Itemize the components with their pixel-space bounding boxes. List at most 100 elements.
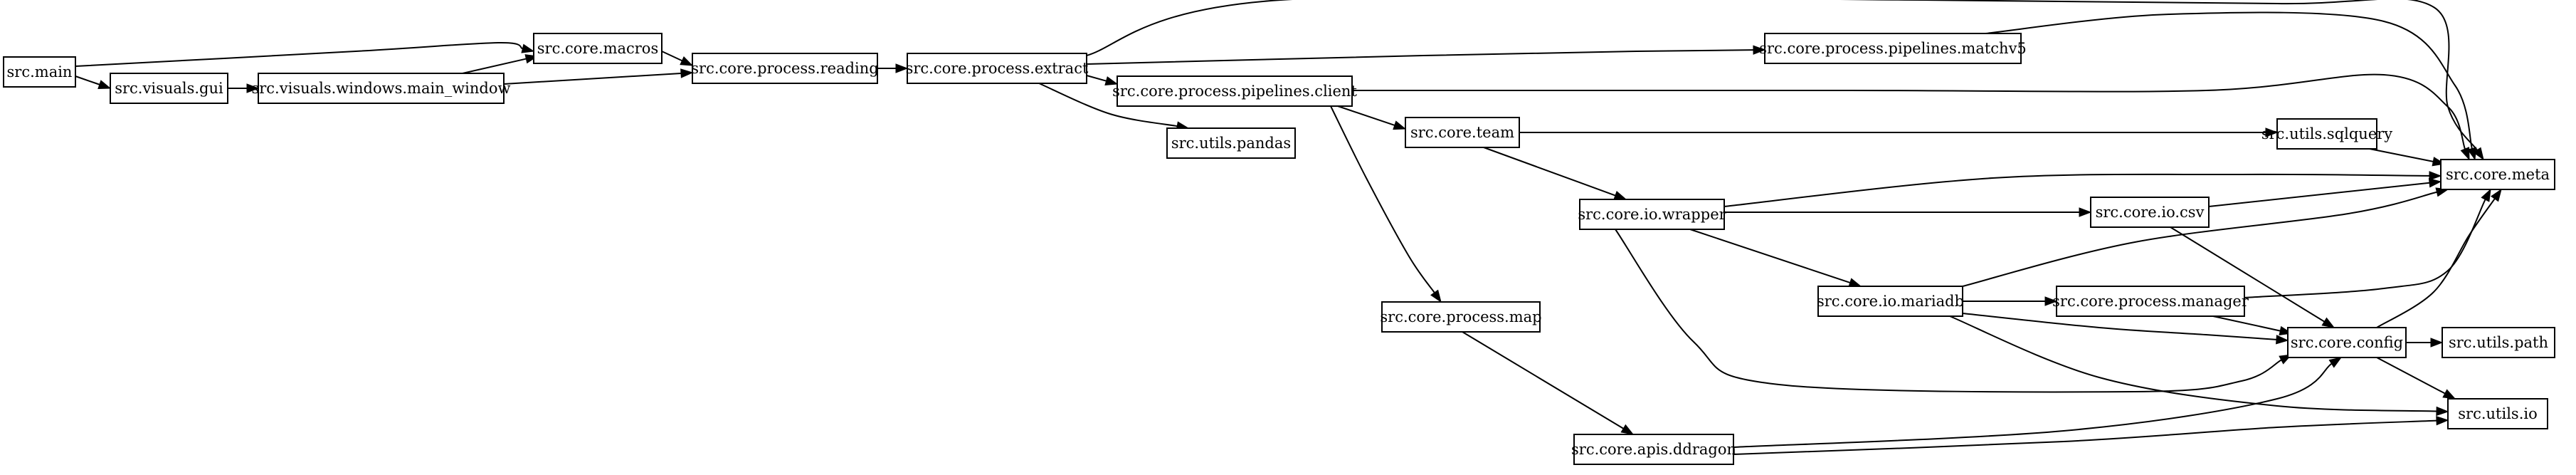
edge-line — [1962, 191, 2437, 287]
node-box — [1405, 117, 1520, 148]
edge-line — [2170, 226, 2325, 323]
node-src-core-config[interactable]: src.core.config — [2287, 327, 2407, 358]
edge-line — [1462, 331, 1624, 429]
node-box — [907, 53, 1087, 84]
node-src-core-io-csv[interactable]: src.core.io.csv — [2090, 197, 2210, 228]
arrowhead-icon — [2079, 207, 2092, 217]
node-src-core-team[interactable]: src.core.team — [1405, 117, 1520, 148]
edge-line — [75, 41, 523, 67]
node-src-core-io-mariadb[interactable]: src.core.io.mariadb — [1817, 286, 1964, 317]
arrowhead-icon — [1613, 191, 1627, 200]
edge-line — [1615, 229, 2282, 393]
edge-src-visuals-windows-main-window-to-src-core-process-reading — [503, 68, 694, 85]
node-label: src.core.io.csv — [2096, 204, 2205, 221]
node-label: src.core.io.wrapper — [1578, 206, 1726, 223]
node-src-utils-path[interactable]: src.utils.path — [2442, 327, 2555, 358]
edge-line — [1483, 147, 1616, 197]
node-src-core-macros[interactable]: src.core.macros — [533, 33, 663, 64]
edge-src-core-io-mariadb-to-src-utils-io — [1949, 315, 2449, 417]
node-src-core-meta[interactable]: src.core.meta — [2440, 159, 2555, 190]
edge-src-core-config-to-src-utils-io — [2376, 357, 2456, 400]
node-box — [2056, 286, 2245, 317]
node-src-main[interactable]: src.main — [3, 56, 76, 88]
node-label: src.utils.path — [2449, 334, 2548, 351]
node-box — [1817, 286, 1963, 317]
node-label: src.core.process.pipelines.matchv5 — [1759, 40, 2027, 57]
node-box — [1579, 199, 1725, 230]
edge-line — [1086, 75, 1107, 82]
node-label: src.core.apis.ddragon — [1571, 441, 1736, 458]
arrowhead-icon — [1848, 278, 1862, 288]
arrowhead-icon — [2436, 415, 2449, 426]
arrowhead-icon — [895, 63, 909, 73]
arrowhead-icon — [1393, 120, 1407, 130]
edge-line — [661, 51, 682, 62]
edge-src-core-io-csv-to-src-core-meta — [2208, 178, 2442, 207]
node-label: src.utils.pandas — [1171, 135, 1291, 152]
node-src-core-process-pipelines-client[interactable]: src.core.process.pipelines.client — [1112, 75, 1357, 107]
node-src-core-process-reading[interactable]: src.core.process.reading — [691, 53, 879, 84]
edge-src-main-to-src-visuals-gui — [75, 75, 112, 89]
node-label: src.main — [7, 63, 73, 80]
node-src-utils-sqlquery[interactable]: src.utils.sqlquery — [2261, 118, 2392, 150]
node-box — [1166, 127, 1296, 159]
edge-line — [1086, 49, 1754, 65]
node-label: src.core.macros — [537, 40, 658, 57]
edge-src-core-apis-ddragon-to-src-utils-io — [1733, 415, 2449, 455]
edge-line — [1724, 173, 2430, 207]
node-src-utils-pandas[interactable]: src.utils.pandas — [1166, 127, 1296, 159]
edge-line — [1337, 105, 1395, 126]
arrowhead-icon — [97, 80, 112, 89]
edge-line — [503, 72, 682, 85]
edge-src-core-apis-ddragon-to-src-core-config — [1733, 357, 2343, 448]
arrowhead-icon — [1620, 424, 1635, 435]
node-label: src.core.process.extract — [906, 60, 1089, 77]
node-box — [2276, 118, 2377, 150]
edge-src-core-process-pipelines-matchv5-to-src-core-meta — [1985, 11, 2477, 161]
node-label: src.utils.sqlquery — [2261, 125, 2392, 142]
edge-src-core-process-pipelines-client-to-src-core-meta — [1352, 73, 2470, 161]
edge-line — [1038, 83, 1178, 127]
node-box — [1573, 434, 1734, 465]
edges-layer — [75, 0, 2502, 455]
arrowhead-icon — [2429, 171, 2442, 181]
node-box — [692, 53, 878, 84]
node-src-core-process-extract[interactable]: src.core.process.extract — [906, 53, 1089, 84]
arrowhead-icon — [2276, 335, 2289, 345]
edge-line — [1733, 362, 2333, 448]
node-src-visuals-gui[interactable]: src.visuals.gui — [110, 73, 228, 104]
edge-line — [2208, 182, 2430, 207]
edge-line — [1985, 11, 2473, 149]
edge-src-core-process-extract-to-src-core-process-pipelines-matchv5 — [1086, 45, 1766, 65]
node-box — [2447, 398, 2548, 429]
node-src-visuals-windows-main-window[interactable]: src.visuals.windows.main_window — [251, 73, 511, 104]
edge-src-core-io-mariadb-to-src-core-config — [1962, 313, 2289, 345]
node-src-core-process-manager[interactable]: src.core.process.manager — [2052, 286, 2249, 317]
edge-src-visuals-windows-main-window-to-src-core-macros — [462, 54, 539, 74]
arrowhead-icon — [2044, 296, 2058, 306]
node-box — [258, 73, 505, 104]
node-src-core-apis-ddragon[interactable]: src.core.apis.ddragon — [1571, 434, 1736, 465]
arrowhead-icon — [1430, 289, 1442, 303]
edge-line — [1733, 419, 2437, 455]
nodes-layer: src.main src.visuals.gui src.visuals.windo… — [3, 33, 2555, 465]
node-label: src.core.config — [2291, 334, 2403, 351]
node-box — [110, 73, 228, 104]
edge-src-core-io-mariadb-to-src-core-process-manager — [1963, 296, 2058, 306]
node-src-core-process-pipelines-matchv5[interactable]: src.core.process.pipelines.matchv5 — [1759, 33, 2027, 64]
node-src-utils-io[interactable]: src.utils.io — [2447, 398, 2548, 429]
node-src-core-io-wrapper[interactable]: src.core.io.wrapper — [1578, 199, 1727, 230]
edge-src-core-process-extract-to-src-core-meta — [1086, 0, 2484, 161]
node-src-core-process-map[interactable]: src.core.process.map — [1380, 301, 1542, 333]
node-box — [1764, 33, 2022, 64]
edge-line — [2376, 198, 2496, 328]
node-label: src.core.process.reading — [691, 60, 878, 77]
edge-src-core-process-manager-to-src-core-config — [2212, 315, 2293, 336]
edge-src-main-to-src-core-macros — [75, 41, 535, 67]
arrowhead-icon — [2442, 389, 2456, 400]
arrowhead-icon — [1104, 76, 1119, 86]
arrowhead-icon — [1753, 45, 1766, 55]
arrowhead-icon — [2328, 357, 2343, 368]
node-box — [1381, 301, 1541, 333]
